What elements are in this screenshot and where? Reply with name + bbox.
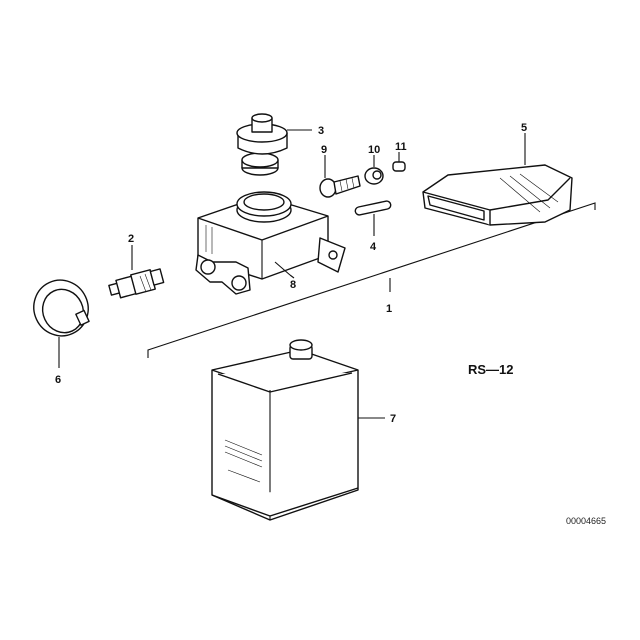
expansion-tank-drawing [195, 191, 346, 295]
callout-1: 1 [386, 303, 392, 315]
hose-clamp-drawing [33, 279, 90, 368]
cap-nut-drawing [392, 152, 406, 172]
reference-tag: RS—12 [468, 362, 514, 377]
brake-fluid-can-drawing [211, 339, 385, 521]
callout-8: 8 [290, 279, 296, 291]
callout-5: 5 [521, 122, 527, 134]
screw-drawing [319, 155, 361, 198]
leader-line-8 [289, 274, 295, 279]
filter-bag-drawing [422, 133, 573, 226]
callout-6: 6 [55, 374, 61, 386]
callout-4: 4 [370, 241, 377, 253]
callout-3: 3 [318, 125, 324, 137]
pin-drawing [354, 200, 392, 236]
level-sensor-drawing [108, 245, 165, 299]
nut-drawing [364, 155, 384, 185]
callout-10: 10 [368, 144, 380, 156]
assembly-bracket-line [147, 202, 596, 358]
callout-9: 9 [321, 144, 327, 156]
document-number: 00004665 [566, 516, 606, 526]
reservoir-cap-drawing [236, 113, 312, 176]
callout-2: 2 [128, 233, 134, 245]
callout-11: 11 [395, 141, 407, 153]
callout-7: 7 [390, 413, 396, 425]
